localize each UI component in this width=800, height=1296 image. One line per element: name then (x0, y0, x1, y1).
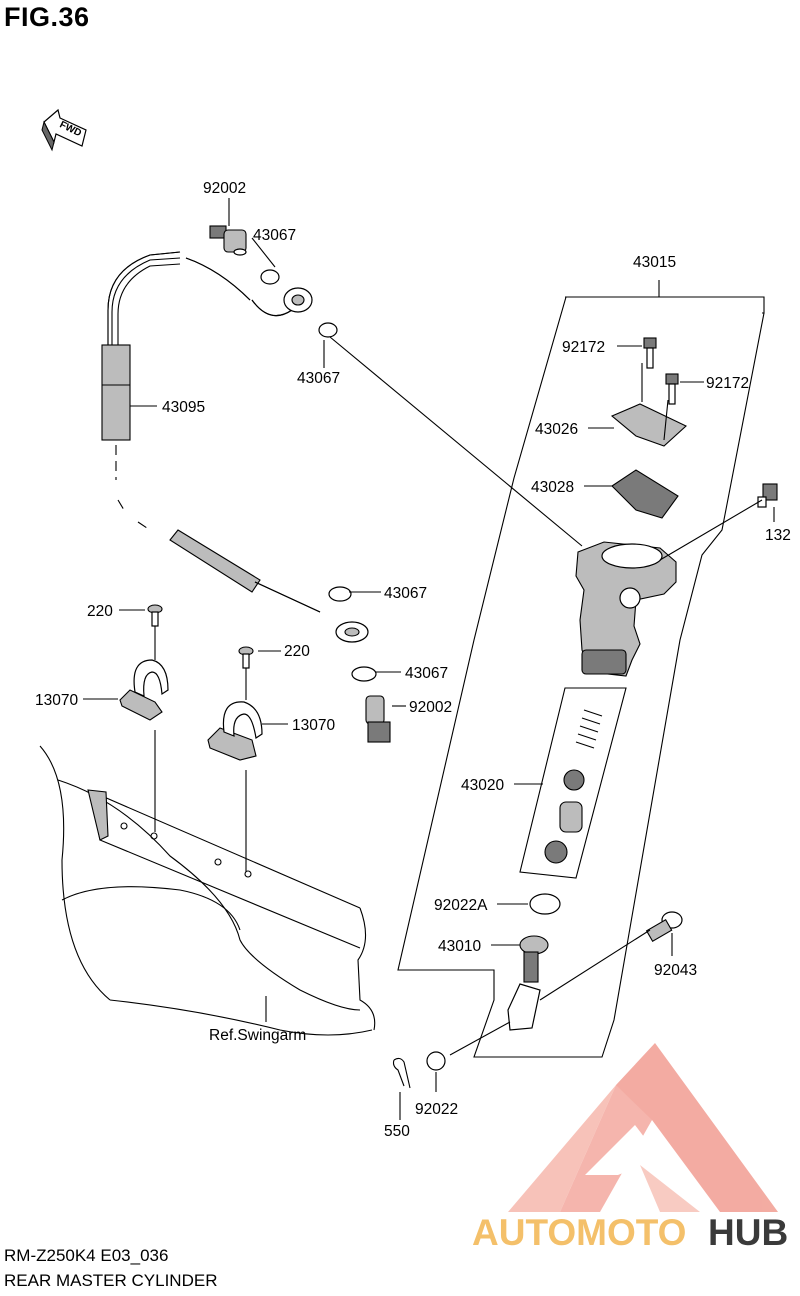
leader-lines (83, 198, 775, 1120)
part-label-92002-bottom: 92002 (409, 699, 452, 716)
part-labels: 92002 43067 43067 43095 43067 220 220 43… (35, 180, 791, 1140)
circlip (529, 893, 561, 915)
piston-kit (519, 687, 627, 879)
assembly-outline (397, 280, 765, 1058)
screw-220-b (238, 646, 254, 669)
part-label-43067-d: 43067 (405, 665, 448, 682)
washer-d (351, 666, 377, 682)
washer-a (260, 269, 280, 285)
part-label-132: 132 (765, 527, 791, 544)
part-label-92022: 92022 (415, 1101, 458, 1118)
reservoir-cap (610, 403, 687, 447)
cap-screw-a (643, 337, 657, 369)
hose-clamp-a (119, 659, 169, 721)
section-name: REAR MASTER CYLINDER (4, 1271, 218, 1290)
part-label-43095: 43095 (162, 399, 205, 416)
part-label-43028: 43028 (531, 479, 574, 496)
ref-swingarm-label: Ref.Swingarm (209, 1027, 306, 1044)
part-label-220-b: 220 (284, 643, 310, 660)
watermark-text-b: HUB (708, 1212, 788, 1253)
push-rod (507, 935, 549, 1031)
part-label-92172-a: 92172 (562, 339, 605, 356)
fwd-arrow-icon: FWD (41, 108, 87, 152)
banjo-bolt-bottom (365, 695, 391, 743)
model-code: RM-Z250K4 E03_036 (4, 1246, 169, 1265)
hose-clamp-b (207, 701, 263, 761)
screw-220-a (147, 604, 163, 627)
washer-b (318, 322, 338, 338)
part-label-43015: 43015 (633, 254, 676, 271)
part-label-550: 550 (384, 1123, 410, 1140)
watermark-logo (508, 1043, 778, 1212)
part-label-43067-b: 43067 (297, 370, 340, 387)
part-label-220-a: 220 (87, 603, 113, 620)
master-cylinder-body (575, 541, 677, 677)
part-label-13070-b: 13070 (292, 717, 335, 734)
cap-screw-b (665, 373, 679, 405)
part-label-13070-a: 13070 (35, 692, 78, 709)
washer-c (328, 586, 352, 602)
watermark-text-a: AUTOMOTO (472, 1212, 686, 1253)
part-label-43010: 43010 (438, 938, 481, 955)
part-label-43020: 43020 (461, 777, 504, 794)
diaphragm (611, 469, 679, 519)
clevis-pin (645, 911, 683, 942)
figure-title: FIG.36 (4, 2, 90, 32)
part-label-43067-a: 43067 (253, 227, 296, 244)
part-label-43026: 43026 (535, 421, 578, 438)
bolt-132 (757, 483, 778, 508)
part-label-43067-c: 43067 (384, 585, 427, 602)
part-label-92172-b: 92172 (706, 375, 749, 392)
part-label-92002-top: 92002 (203, 180, 246, 197)
part-label-92043: 92043 (654, 962, 697, 979)
brake-hose (101, 251, 369, 643)
cotter-pin (392, 1057, 411, 1089)
washer-92022 (426, 1051, 446, 1071)
part-label-92022a: 92022A (434, 897, 488, 914)
swingarm-reference (39, 745, 376, 1036)
banjo-bolt-top (209, 225, 247, 256)
